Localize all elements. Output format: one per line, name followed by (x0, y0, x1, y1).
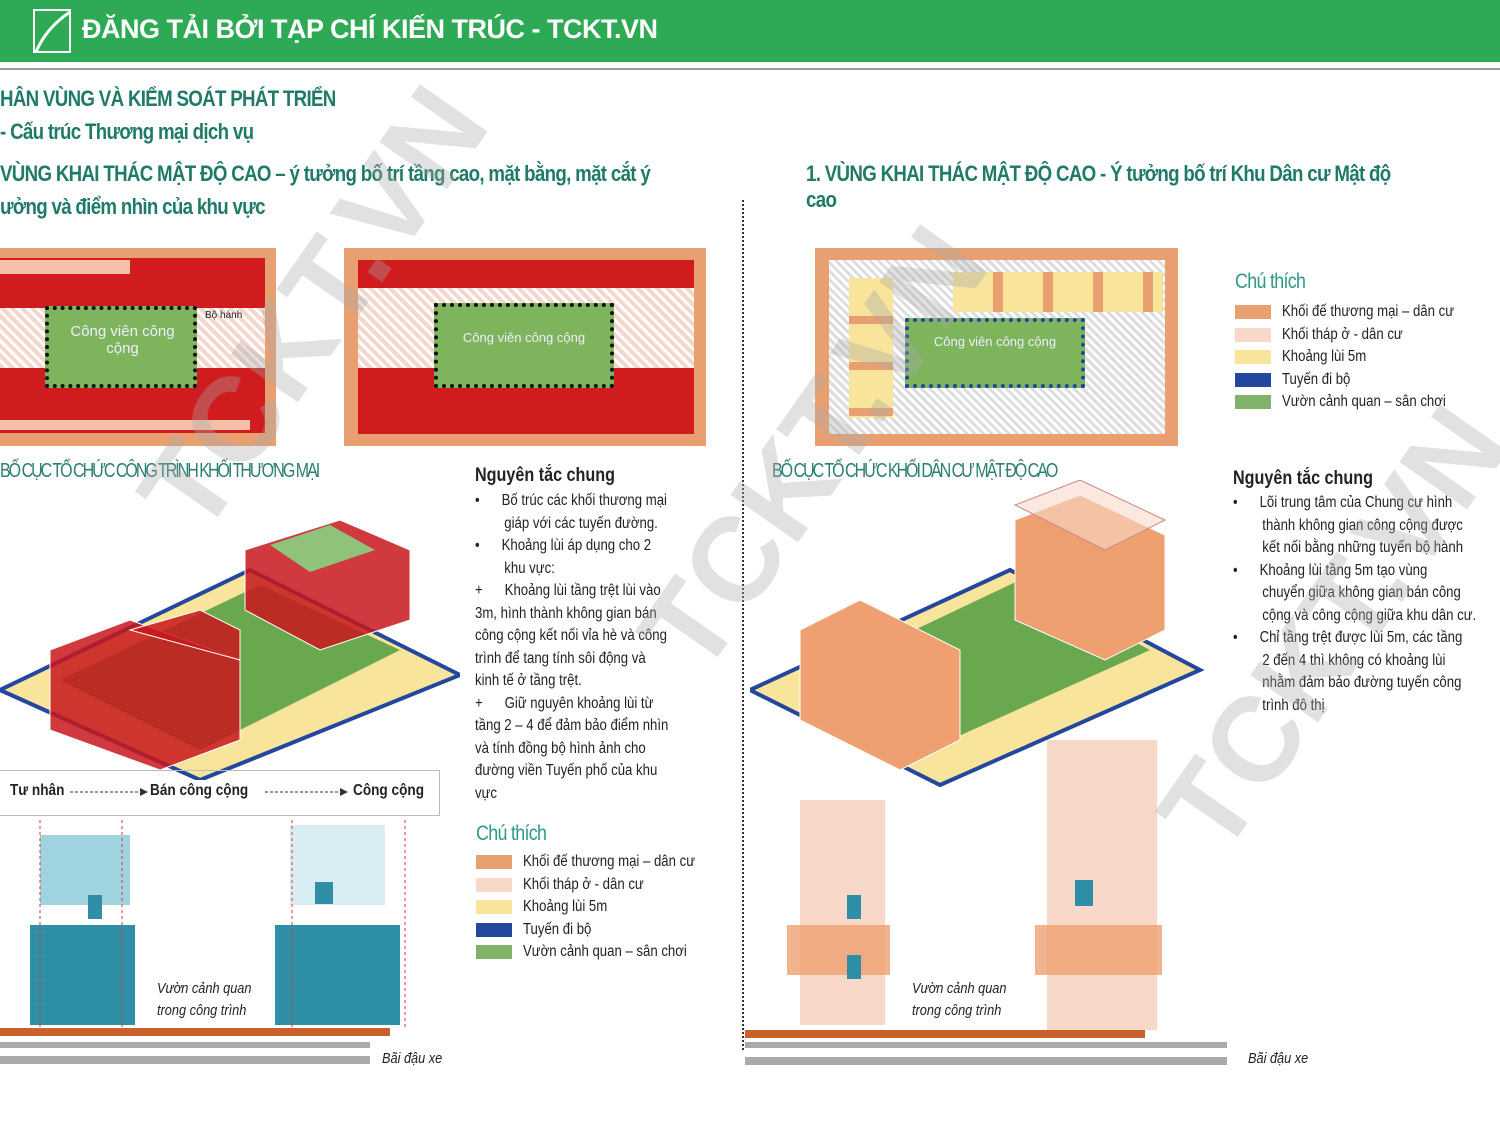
legend-label: Khoảng lùi 5m (523, 898, 608, 915)
park-label: Công viên công cộng (70, 323, 175, 357)
legend-label: Khối tháp ở - dân cư (523, 875, 644, 893)
legend-label: Khoảng lùi 5m (1282, 348, 1367, 365)
panel-divider (742, 200, 744, 1050)
principle-line: + Giữ nguyên khoảng lùi từ (475, 694, 654, 712)
principles-title: Nguyên tắc chung (475, 465, 615, 486)
isometric-residential (750, 480, 1205, 788)
section-residential (745, 740, 1227, 1065)
principle-line: thành không gian công cộng được (1233, 516, 1463, 534)
legend-title: Chú thích (476, 822, 547, 845)
isometric-commercial (0, 519, 460, 780)
principle-line: • Chỉ tầng trệt được lùi 5m, các tầng (1233, 629, 1463, 646)
legend-swatch (476, 900, 512, 914)
flow-private: Tư nhân (10, 782, 65, 799)
principle-line: vực (475, 784, 498, 802)
principle-line: • Lõi trung tâm của Chung cư hình (1233, 494, 1453, 511)
flow-box (0, 770, 440, 816)
park-label: Công viên công cộng (933, 334, 1057, 349)
garden-label: trong công trình (157, 1002, 247, 1019)
garden-label: Vườn cảnh quan (157, 980, 252, 997)
principle-line: tầng 2 – 4 để đảm bảo điểm nhìn (475, 717, 669, 734)
legend-swatch (476, 922, 512, 937)
section-subtitle: - Cấu trúc Thương mại dịch vụ (0, 119, 254, 144)
flow-semipublic: Bán công cộng (150, 782, 249, 799)
principles-title: Nguyên tắc chung (1233, 468, 1373, 489)
principle-line: nhằm đảm bảo đường tuyến công (1233, 674, 1462, 691)
principle-line: đường viền Tuyến phố của khu (475, 762, 658, 779)
tckt-logo-icon (33, 9, 71, 53)
plan-residential: Công viên công cộng (815, 248, 1178, 446)
legend-label: Tuyến đi bộ (1282, 370, 1351, 388)
principles-list: • Bố trúc các khối thương mại giáp với c… (475, 490, 668, 805)
parking-label: Bãi đậu xe (1248, 1050, 1309, 1067)
principle-line: • Khoảng lùi áp dụng cho 2 (475, 537, 652, 554)
principle-line: 3m, hình thành không gian bán (475, 604, 657, 622)
legend-label: Vườn cảnh quan – sân chơi (1282, 393, 1446, 410)
legend-swatch (1235, 395, 1271, 409)
garden-label: trong công trình (912, 1002, 1002, 1019)
right-section-heading: 1. VÙNG KHAI THÁC MẬT ĐỘ CAO - Ý tưởng b… (806, 161, 1391, 212)
legend-swatch (476, 877, 512, 892)
flow-public: Công cộng (353, 782, 425, 799)
plan-commercial-1: Công viên công cộng Bộ hành (0, 248, 276, 446)
principle-line: khu vực: (475, 559, 555, 577)
principle-line: kết nối bằng những tuyến bộ hành (1233, 539, 1464, 556)
principle-line: trình đô thị (1233, 696, 1325, 714)
diagram-caption: BỐ CỤC TỔ CHỨC KHỐI DÂN CƯ MẬT ĐỘ CAO (772, 460, 1058, 482)
legend-label: Khối đế thương mại – dân cư (523, 853, 696, 870)
legend-label: Vườn cảnh quan – sân chơi (523, 943, 687, 960)
divider-line (0, 68, 1500, 70)
principle-line: công cộng kết nối vỉa hè và công (475, 627, 667, 644)
principle-line: kinh tế ở tầng trệt. (475, 672, 582, 689)
legend-swatch (476, 945, 512, 959)
principle-line: giáp với các tuyến đường. (475, 514, 658, 532)
legend-label: Khối tháp ở - dân cư (1282, 325, 1403, 343)
park-label: Công viên công cộng (462, 330, 586, 345)
flow-arrows-icon (70, 788, 348, 796)
garden-label: Vườn cảnh quan (912, 980, 1007, 997)
principle-line: chuyển giữa không gian bán công (1233, 584, 1461, 601)
plan-commercial-2: Công viên công cộng (344, 248, 706, 446)
parking-label: Bãi đậu xe (382, 1050, 443, 1067)
principle-line: 2 đến 4 thì không có khoảng lùi (1233, 651, 1446, 669)
legend-swatch (1235, 305, 1271, 319)
principle-line: cộng và công cộng giữa khu dân cư. (1233, 606, 1477, 624)
legend-label: Tuyến đi bộ (523, 920, 592, 938)
section-commercial (0, 820, 406, 1064)
header-bar: ĐĂNG TẢI BỞI TẠP CHÍ KIẾN TRÚC - TCKT.VN (0, 0, 1500, 62)
legend-swatch (1235, 350, 1271, 364)
diagram-caption: BỐ CỤC TỔ CHỨC CÔNG TRÌNH KHỐI THƯƠNG MẠ… (0, 460, 320, 482)
header-title: ĐĂNG TẢI BỞI TẠP CHÍ KIẾN TRÚC - TCKT.VN (82, 14, 658, 44)
walkway-label: Bộ hành (205, 310, 243, 321)
section-heading: VÙNG KHAI THÁC MẬT ĐỘ CAO – ý tưởng bố t… (0, 161, 651, 186)
principle-line: • Bố trúc các khối thương mại (475, 492, 667, 509)
principle-line: trình để tang tính sôi động và (475, 649, 646, 667)
principles-list: • Lõi trung tâm của Chung cư hình thành … (1233, 492, 1476, 717)
principle-line: và tính đồng bộ hình ảnh cho (475, 739, 646, 757)
legend-swatch (1235, 372, 1271, 387)
legend-swatch (1235, 327, 1271, 342)
section-title: HÂN VÙNG VÀ KIỂM SOÁT PHÁT TRIỂN (0, 86, 336, 111)
section-heading-cont: ưởng và điểm nhìn của khu vực (0, 194, 266, 219)
principle-line: • Khoảng lùi tầng 5m tạo vùng (1233, 561, 1428, 579)
legend-title: Chú thích (1235, 270, 1306, 293)
legend-label: Khối đế thương mại – dân cư (1282, 303, 1455, 320)
legend-swatch (476, 855, 512, 869)
principle-line: + Khoảng lùi tầng trệt lùi vào (475, 582, 661, 599)
